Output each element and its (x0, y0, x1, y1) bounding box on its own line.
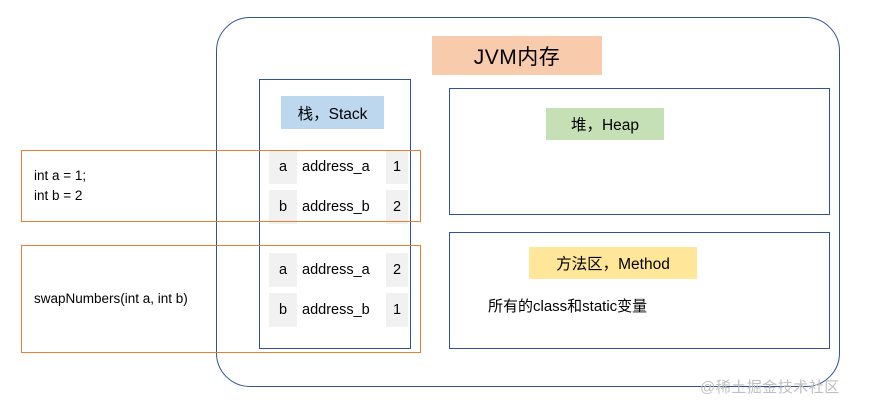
stack-row: b address_b 2 (260, 190, 412, 224)
stack-var-address: address_b (300, 293, 388, 327)
method-area-label: 方法区，Method (529, 247, 697, 279)
code-box-declaration: int a = 1; int b = 2 (21, 150, 421, 222)
stack-frame-swap: a address_a 2 b address_b 1 (260, 253, 412, 333)
heap-label: 堆，Heap (546, 108, 664, 140)
stack-var-value: 2 (386, 253, 408, 287)
method-area-description: 所有的class和static变量 (488, 298, 648, 315)
stack-var-address: address_a (300, 150, 388, 184)
stack-var-name: a (269, 150, 297, 184)
stack-frame-main: a address_a 1 b address_b 2 (260, 150, 412, 230)
stack-var-value: 1 (386, 150, 408, 184)
stack-var-value: 2 (386, 190, 408, 224)
watermark: @稀土掘金技术社区 (700, 379, 840, 396)
stack-var-address: address_b (300, 190, 388, 224)
stack-row: a address_a 1 (260, 150, 412, 184)
stack-var-value: 1 (386, 293, 408, 327)
page-title: JVM内存 (432, 36, 602, 75)
stack-var-name: a (269, 253, 297, 287)
method-area-region: 方法区，Method 所有的class和static变量 (449, 232, 830, 349)
heap-region: 堆，Heap (449, 88, 830, 215)
code-box-method-call: swapNumbers(int a, int b) (21, 245, 421, 353)
stack-row: b address_b 1 (260, 293, 412, 327)
stack-row: a address_a 2 (260, 253, 412, 287)
code-text: int a = 1; int b = 2 (34, 168, 87, 203)
stack-var-name: b (269, 190, 297, 224)
jvm-memory-container (216, 17, 840, 387)
stack-var-address: address_a (300, 253, 388, 287)
stack-region: 栈，Stack a address_a 1 b address_b 2 a ad… (259, 79, 411, 349)
stack-label: 栈，Stack (281, 96, 384, 129)
stack-var-name: b (269, 293, 297, 327)
code-text: swapNumbers(int a, int b) (34, 291, 188, 307)
